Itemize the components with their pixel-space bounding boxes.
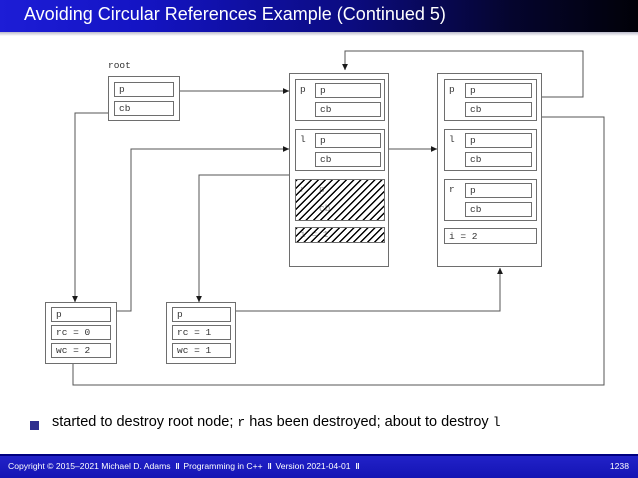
footer-page-number: 1238: [609, 461, 629, 471]
right-node-r-label: r: [449, 184, 455, 195]
left-control-block-wc-field[interactable]: wc = 2: [51, 343, 111, 358]
right-node-p-cb-field[interactable]: cb: [465, 102, 532, 117]
right-node-r-p-field[interactable]: p: [465, 183, 532, 198]
middle-node-p-member[interactable]: p p cb: [295, 79, 385, 121]
root-node[interactable]: p cb: [108, 76, 180, 121]
footer-copyright: Copyright © 2015–2021 Michael D. Adams: [8, 461, 171, 471]
diagram-connectors: [70, 50, 605, 386]
footer-course: Programming in C++: [183, 461, 263, 471]
bullet-square-icon: [30, 421, 39, 430]
right-node-r-member[interactable]: r p cb: [444, 179, 537, 221]
right-node-i-field[interactable]: i = 2: [444, 228, 537, 244]
footer-divider: [0, 454, 638, 456]
middle-node-i-value: i = 1: [300, 229, 329, 240]
left-control-block-p-field[interactable]: p: [51, 307, 111, 322]
title-bar-shadow: [0, 32, 638, 36]
bullet-text-part-1: started to destroy root node;: [52, 414, 238, 430]
root-node-cb-field[interactable]: cb: [114, 101, 174, 116]
left-control-block[interactable]: p rc = 0 wc = 2: [45, 302, 117, 364]
bullet-text: started to destroy root node; r has been…: [52, 414, 501, 430]
bullet-text-part-2: has been destroyed; about to destroy: [245, 414, 493, 430]
root-node-p-field[interactable]: p: [114, 82, 174, 97]
middle-node-p-label: p: [300, 84, 306, 95]
right-node-l-p-field[interactable]: p: [465, 133, 532, 148]
middle-node-p-p-field[interactable]: p: [315, 83, 381, 98]
right-control-block-rc-field[interactable]: rc = 1: [172, 325, 231, 340]
middle-node-i-field-destroyed: i = 1: [295, 227, 385, 243]
middle-node-r-p-field: p: [319, 184, 325, 195]
middle-node-r-cb-field: cb: [319, 203, 331, 214]
right-node-p-label: p: [449, 84, 455, 95]
right-control-block-wc-field[interactable]: wc = 1: [172, 343, 231, 358]
right-node-p-member[interactable]: p p cb: [444, 79, 537, 121]
right-control-block[interactable]: p rc = 1 wc = 1: [166, 302, 236, 364]
middle-node[interactable]: p p cb l p cb r p cb i = 1: [289, 73, 389, 267]
middle-node-l-p-field[interactable]: p: [315, 133, 381, 148]
right-node-r-cb-field[interactable]: cb: [465, 202, 532, 217]
footer-version: Version 2021-04-01: [275, 461, 351, 471]
right-node-p-p-field[interactable]: p: [465, 83, 532, 98]
slide-footer: Copyright © 2015–2021 Michael D. Adams ‖…: [0, 456, 638, 478]
middle-node-l-label: l: [300, 134, 306, 145]
footer-separator-2: ‖: [267, 461, 271, 471]
left-control-block-rc-field[interactable]: rc = 0: [51, 325, 111, 340]
footer-text: Copyright © 2015–2021 Michael D. Adams ‖…: [8, 461, 360, 471]
middle-node-l-member[interactable]: l p cb: [295, 129, 385, 171]
diagram-canvas: root p cb p p cb l p cb r p cb i = 1: [0, 36, 638, 454]
middle-node-l-cb-field[interactable]: cb: [315, 152, 381, 167]
bullet-code-l: l: [492, 415, 501, 430]
right-node[interactable]: p p cb l p cb r p cb i = 2: [437, 73, 542, 267]
middle-node-r-label: r: [300, 184, 306, 195]
footer-separator-3: ‖: [355, 461, 359, 471]
right-control-block-p-field[interactable]: p: [172, 307, 231, 322]
right-node-l-label: l: [449, 134, 455, 145]
slide-title-bar: Avoiding Circular References Example (Co…: [0, 0, 638, 32]
page-title: Avoiding Circular References Example (Co…: [24, 4, 446, 24]
middle-node-p-cb-field[interactable]: cb: [315, 102, 381, 117]
bullet-code-r: r: [237, 415, 246, 430]
right-node-l-member[interactable]: l p cb: [444, 129, 537, 171]
footer-separator-1: ‖: [175, 461, 179, 471]
middle-node-r-member-destroyed: r p cb: [295, 179, 385, 221]
root-caption: root: [108, 60, 131, 71]
right-node-l-cb-field[interactable]: cb: [465, 152, 532, 167]
